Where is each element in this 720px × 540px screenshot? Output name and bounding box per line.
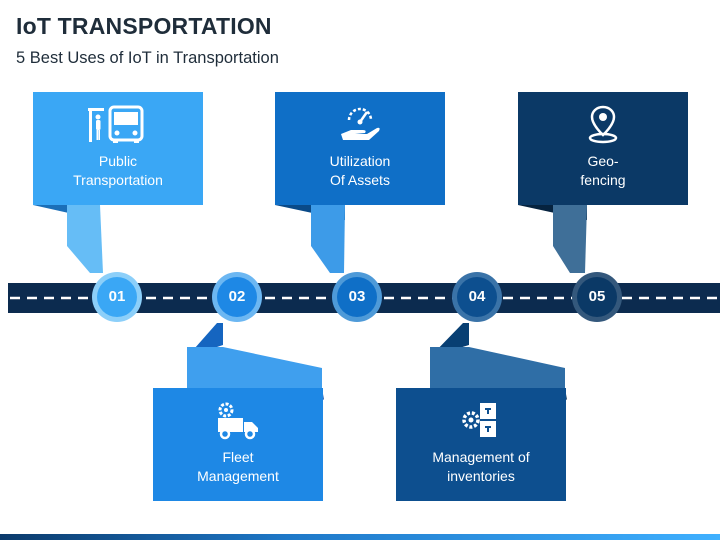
card-2-label: Fleet Management [159, 448, 317, 486]
card-3-line-1: Utilization [329, 153, 391, 169]
card-utilization-of-assets: Utilization Of Assets [275, 92, 445, 205]
card-management-of-inventories: Management of inventories [396, 388, 566, 501]
card-4-label: Management of inventories [402, 448, 560, 486]
card-1-label: Public Transportation [39, 152, 197, 190]
page-subtitle: 5 Best Uses of IoT in Transportation [16, 49, 279, 67]
footer-accent-bar [0, 534, 720, 540]
card-fleet-management: Fleet Management [153, 388, 323, 501]
hand-gauge-icon [275, 104, 445, 144]
step-circle-5: 05 [577, 277, 617, 317]
card-5-label: Geo- fencing [524, 152, 682, 190]
page-title: IoT TRANSPORTATION [16, 13, 272, 39]
card-public-transportation: Public Transportation [33, 92, 203, 205]
card-5-line-2: fencing [580, 172, 626, 188]
card-1-line-2: Transportation [73, 172, 163, 188]
step-circle-3: 03 [337, 277, 377, 317]
card-1-line-1: Public [98, 153, 138, 169]
bus-stop-icon [33, 104, 203, 144]
ribbon-1 [33, 185, 103, 273]
step-circle-2: 02 [217, 277, 257, 317]
inventory-gear-icon [396, 400, 566, 440]
delivery-truck-gear-icon [153, 400, 323, 440]
card-2-line-1: Fleet [222, 449, 254, 465]
card-4-line-1: Management of [432, 449, 530, 465]
map-pin-icon [518, 104, 688, 144]
step-circle-4: 04 [457, 277, 497, 317]
ribbon-5 [518, 185, 587, 273]
card-3-line-2: Of Assets [330, 172, 390, 188]
card-4-line-2: inventories [447, 468, 515, 484]
ribbon-3 [275, 185, 345, 273]
card-5-line-1: Geo- [587, 153, 619, 169]
card-2-line-2: Management [197, 468, 279, 484]
card-3-label: Utilization Of Assets [281, 152, 439, 190]
card-geo-fencing: Geo- fencing [518, 92, 688, 205]
step-circle-1: 01 [97, 277, 137, 317]
